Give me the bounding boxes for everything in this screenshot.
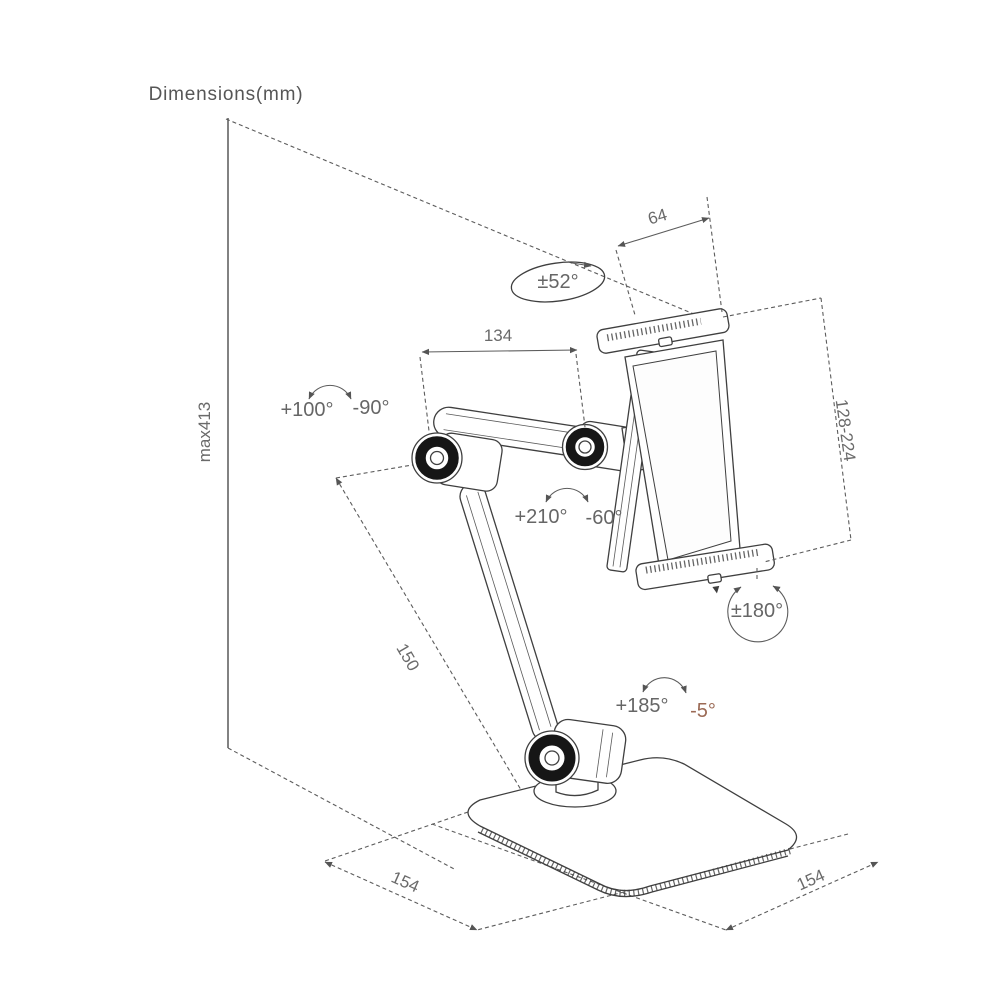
base-neg-label: -5° [690, 700, 716, 722]
base-right-dimension-line [725, 861, 879, 931]
upper-arm-label: 134 [484, 326, 512, 345]
rotation-symbols [308, 261, 789, 694]
base-top-face [467, 757, 798, 892]
base-pos-label: +185° [615, 695, 668, 717]
shoulder-ring [565, 427, 605, 467]
upper-arm-ext-right [575, 353, 586, 428]
clamp-arrow [712, 585, 720, 594]
base-joint-ring [528, 734, 576, 782]
diagram-title: Dimensions(mm) [149, 84, 304, 105]
max-height-label: max413 [195, 402, 214, 462]
perspective-diagonal [225, 118, 702, 318]
top-clamp [596, 308, 730, 354]
holder-range-label: 128-224 [832, 398, 859, 462]
elbow-hub [429, 450, 445, 466]
base-joint [524, 718, 627, 786]
shoulder-rotation-arc [308, 384, 352, 400]
holder-spin-label: ±180° [731, 600, 783, 622]
upper-arm-dimension-line [421, 346, 578, 356]
labels: Dimensions(mm) max413 134 64 150 128-224… [149, 84, 860, 896]
base-rotation-arc [642, 677, 687, 694]
tablet-screen [632, 350, 732, 561]
top-clamp-hatch [606, 317, 702, 342]
clamp-width-label: 64 [646, 205, 669, 228]
bottom-clamp [635, 543, 775, 594]
lower-arm-ext-top [335, 463, 419, 479]
elbow-pos-label: +210° [514, 506, 567, 528]
tilt-arrow [571, 261, 592, 269]
elbow-rotation-arc [545, 487, 589, 503]
top-clamp-tab [657, 336, 673, 348]
base-left-label: 154 [388, 868, 422, 897]
floor-cross-line-a [431, 823, 727, 931]
base-extension-left [324, 811, 469, 862]
elbow-joint [411, 432, 503, 492]
lower-arm-dimension-line [335, 477, 528, 801]
holder-spin-circle [727, 585, 789, 643]
shoulder-pos-label: +100° [280, 399, 333, 421]
lower-arm-label: 150 [392, 640, 423, 674]
elbow-ring [415, 436, 459, 480]
tilt-angle-label: ±52° [537, 271, 578, 293]
clamp-width-ext-left [615, 249, 636, 316]
holder-extension-outline [722, 297, 852, 563]
elbow-neg-label: -60° [586, 507, 623, 529]
upper-arm-ext-left [419, 356, 430, 432]
clamp-width-ext-right [706, 196, 723, 313]
base-joint-hub [544, 750, 560, 766]
shoulder-hub [578, 440, 592, 454]
base-right-label: 154 [794, 866, 828, 895]
base-plate [467, 757, 798, 898]
bottom-clamp-tab [707, 573, 722, 584]
shoulder-neg-label: -90° [353, 397, 390, 419]
tilt-rotation-ellipse [510, 261, 606, 303]
base-thickness-line [477, 831, 789, 898]
floor-edge-line [227, 747, 457, 871]
clamp-width-dimension-line [617, 217, 710, 247]
dimension-lines [419, 196, 723, 432]
tablet-holder [596, 297, 852, 594]
